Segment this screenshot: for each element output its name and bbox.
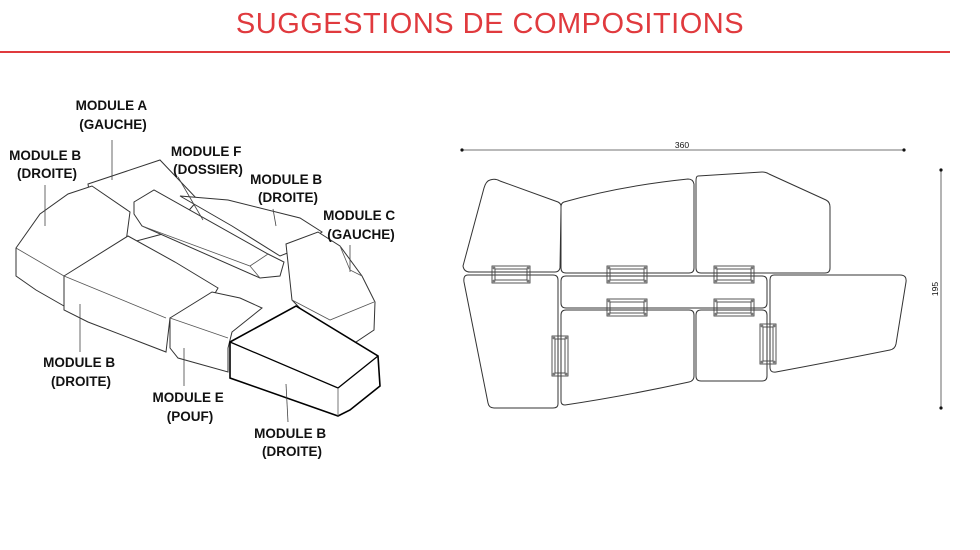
label-module-b-front: MODULE B (DROITE) (254, 426, 330, 459)
plan-connectors (491, 265, 777, 377)
plan-view: 360 195 (460, 140, 943, 410)
plan-module-top-left (462, 178, 562, 273)
plan-module-top-right (695, 171, 831, 274)
label-module-b-back: MODULE B (DROITE) (250, 172, 326, 205)
module-b-front-shape (229, 305, 381, 417)
label-module-a: MODULE A (GAUCHE) (76, 98, 151, 132)
label-module-e: MODULE E (POUF) (152, 390, 227, 424)
label-module-c: MODULE C (GAUCHE) (323, 208, 399, 242)
isometric-view: MODULE A (GAUCHE) MODULE B (DROITE) MODU… (9, 98, 399, 459)
plan-connector-screws (492, 266, 776, 376)
module-f-shape (133, 189, 285, 279)
plan-module-bottom-left (463, 274, 559, 409)
label-module-b-left: MODULE B (DROITE) (43, 355, 119, 389)
dimension-width: 360 (675, 140, 689, 150)
module-e-shape (169, 291, 263, 373)
dimension-depth: 195 (930, 282, 940, 296)
plan-module-middle-bar (560, 275, 768, 309)
page-title: SUGGESTIONS DE COMPOSITIONS (235, 8, 745, 40)
plan-module-bottom-middle (560, 309, 695, 406)
label-module-b-top: MODULE B (DROITE) (9, 148, 85, 181)
label-module-f: MODULE F (DOSSIER) (171, 144, 245, 177)
plan-module-far-right (769, 274, 907, 373)
plan-module-top-middle (560, 178, 695, 274)
plan-module-bottom-right (695, 309, 768, 382)
title-divider (0, 51, 950, 53)
